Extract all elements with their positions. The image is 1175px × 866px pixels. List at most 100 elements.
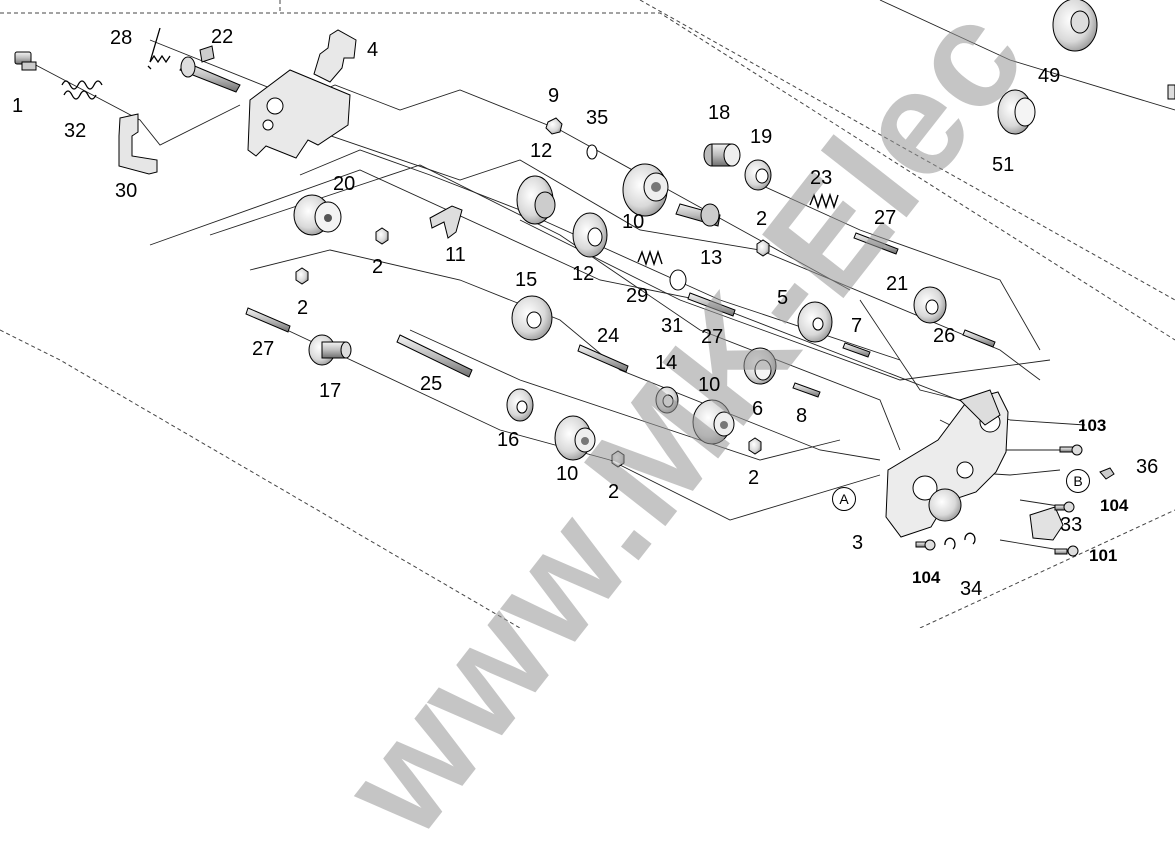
callout-7: 7 xyxy=(851,315,863,337)
part-33-cover xyxy=(1029,506,1064,541)
callout-34: 34 xyxy=(960,578,983,600)
part-31-washer xyxy=(669,269,687,291)
callout-2c: 2 xyxy=(297,297,309,319)
clip-36 xyxy=(1099,467,1115,480)
boundary-dashed-lines xyxy=(0,0,1175,628)
part-2-nut-b xyxy=(295,267,309,285)
part-6-sleeve xyxy=(743,347,777,385)
part-27c-pin xyxy=(245,307,291,333)
part-10b-roller xyxy=(692,399,735,445)
part-19-bearing xyxy=(744,159,772,191)
part-edge-fragment xyxy=(1167,84,1175,100)
callout-36: 36 xyxy=(1136,456,1159,478)
callout-2e: 2 xyxy=(608,481,620,503)
callout-4: 4 xyxy=(367,39,379,61)
part-49-gear xyxy=(1052,0,1098,52)
part-32-spring xyxy=(61,80,103,100)
part-1-screw xyxy=(14,51,37,71)
part-23-spring xyxy=(809,192,839,210)
callout-10b: 10 xyxy=(698,374,721,396)
callout-22: 22 xyxy=(211,26,234,48)
callout-10c: 10 xyxy=(556,463,579,485)
part-9-nut xyxy=(545,117,563,135)
part-34-e-rings xyxy=(944,532,976,550)
part-21-bearing xyxy=(913,286,947,324)
callout-32: 32 xyxy=(64,120,87,142)
callout-19: 19 xyxy=(750,126,773,148)
part-25-shaft xyxy=(396,334,473,378)
callout-28: 28 xyxy=(110,27,133,49)
part-3-frame-assembly xyxy=(885,389,1009,538)
reference-circle-b: B xyxy=(1066,469,1090,493)
part-14-bearing xyxy=(655,386,679,414)
callout-103: 103 xyxy=(1078,416,1107,435)
callout-31: 31 xyxy=(661,315,684,337)
callout-2a: 2 xyxy=(756,208,768,230)
part-7-pin xyxy=(842,342,871,358)
part-4-bracket xyxy=(313,29,357,83)
left-frame xyxy=(247,69,351,159)
callout-15: 15 xyxy=(515,269,538,291)
part-12b-gear xyxy=(572,212,608,258)
callout-21: 21 xyxy=(886,273,909,295)
screw-103 xyxy=(1059,444,1083,456)
callout-2d: 2 xyxy=(748,467,760,489)
callout-26: 26 xyxy=(933,325,956,347)
callout-23: 23 xyxy=(810,167,833,189)
part-2-nut-d xyxy=(748,437,762,455)
part-12a-gear xyxy=(516,175,556,225)
part-10a-roller xyxy=(622,163,669,217)
exploded-parts-diagram xyxy=(0,0,1175,628)
part-2-nut-e xyxy=(611,450,625,468)
callout-14: 14 xyxy=(655,352,678,374)
callout-25: 25 xyxy=(420,373,443,395)
callout-1: 1 xyxy=(12,95,24,117)
callout-2b: 2 xyxy=(372,256,384,278)
part-16-bearing xyxy=(506,388,534,422)
part-2-nut-a xyxy=(375,227,389,245)
callout-101: 101 xyxy=(1089,546,1118,565)
part-28-spring xyxy=(147,27,171,70)
part-26-pin xyxy=(962,329,996,348)
screw-101 xyxy=(1054,545,1079,557)
callout-8: 8 xyxy=(796,405,808,427)
callout-27c: 27 xyxy=(252,338,275,360)
part-20-gear xyxy=(293,194,342,236)
part-5-cam xyxy=(797,301,833,343)
part-17-gear xyxy=(308,334,352,366)
part-35-washer xyxy=(586,144,598,160)
reference-circle-a: A xyxy=(832,487,856,511)
part-15-gear xyxy=(511,295,553,341)
callout-12b: 12 xyxy=(572,263,595,285)
callout-5: 5 xyxy=(777,287,789,309)
callout-49: 49 xyxy=(1038,65,1061,87)
callout-3: 3 xyxy=(852,532,864,554)
callout-30: 30 xyxy=(115,180,138,202)
part-24-shaft xyxy=(577,344,629,373)
callout-24: 24 xyxy=(597,325,620,347)
part-30-bracket xyxy=(118,113,158,175)
callout-17: 17 xyxy=(319,380,342,402)
part-11-lever xyxy=(429,205,463,239)
callout-9: 9 xyxy=(548,85,560,107)
screw-104b xyxy=(915,539,936,551)
callout-104a: 104 xyxy=(1100,496,1129,515)
part-27b-pin xyxy=(687,292,736,317)
callout-104b: 104 xyxy=(912,568,941,587)
part-18-bushing xyxy=(703,143,741,167)
callout-12a: 12 xyxy=(530,140,553,162)
callout-16: 16 xyxy=(497,429,520,451)
callout-35: 35 xyxy=(586,107,609,129)
callout-29: 29 xyxy=(626,285,649,307)
callout-6: 6 xyxy=(752,398,764,420)
part-27a-pin xyxy=(853,232,899,255)
part-51-sleeve xyxy=(997,89,1036,135)
callout-33: 33 xyxy=(1060,514,1083,536)
part-29-spring xyxy=(637,249,663,267)
callout-11: 11 xyxy=(445,244,466,266)
part-2-nut-c xyxy=(756,239,770,257)
screw-104a xyxy=(1054,501,1075,513)
callout-51: 51 xyxy=(992,154,1015,176)
callout-20: 20 xyxy=(333,173,356,195)
part-13-shaft xyxy=(675,203,721,227)
